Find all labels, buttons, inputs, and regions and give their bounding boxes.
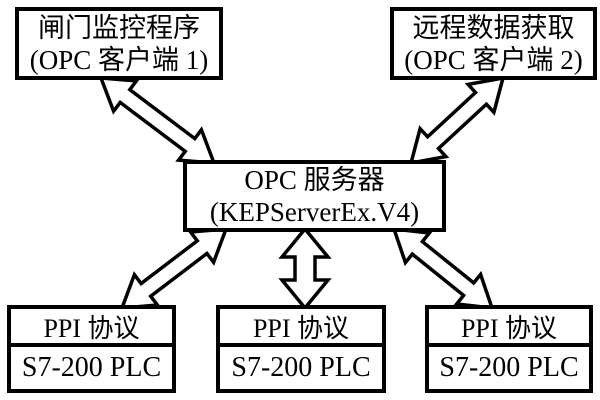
plc-device-label: S7-200 PLC bbox=[231, 352, 371, 383]
node-title: OPC 服务器 bbox=[244, 165, 385, 195]
node-plc-2: PPI 协议 S7-200 PLC bbox=[216, 305, 386, 393]
node-title: 远程数据获取 bbox=[412, 12, 575, 43]
node-gate-monitor-client1: 闸门监控程序 (OPC 客户端 1) bbox=[15, 7, 223, 80]
plc-device-label: S7-200 PLC bbox=[439, 352, 579, 383]
node-plc-3: PPI 协议 S7-200 PLC bbox=[425, 305, 593, 393]
plc-device-label: S7-200 PLC bbox=[21, 352, 162, 383]
double-arrow-client2-server bbox=[408, 75, 506, 166]
node-subtitle: (KEPServerEx.V4) bbox=[209, 197, 420, 227]
double-arrow-server-plc1 bbox=[119, 227, 229, 310]
node-subtitle: (OPC 客户端 1) bbox=[29, 44, 209, 75]
double-arrow-server-plc3 bbox=[391, 226, 495, 311]
plc-protocol-label: PPI 协议 bbox=[220, 309, 382, 347]
node-remote-data-client2: 远程数据获取 (OPC 客户端 2) bbox=[390, 7, 597, 80]
double-arrow-server-plc2 bbox=[278, 226, 332, 311]
double-arrow-client1-server bbox=[98, 76, 217, 165]
node-opc-server: OPC 服务器 (KEPServerEx.V4) bbox=[183, 160, 446, 232]
node-plc-1: PPI 协议 S7-200 PLC bbox=[7, 305, 176, 393]
node-title: 闸门监控程序 bbox=[38, 12, 200, 43]
node-subtitle: (OPC 客户端 2) bbox=[404, 44, 583, 75]
plc-protocol-label: PPI 协议 bbox=[429, 309, 589, 347]
plc-protocol-label: PPI 协议 bbox=[11, 309, 172, 347]
